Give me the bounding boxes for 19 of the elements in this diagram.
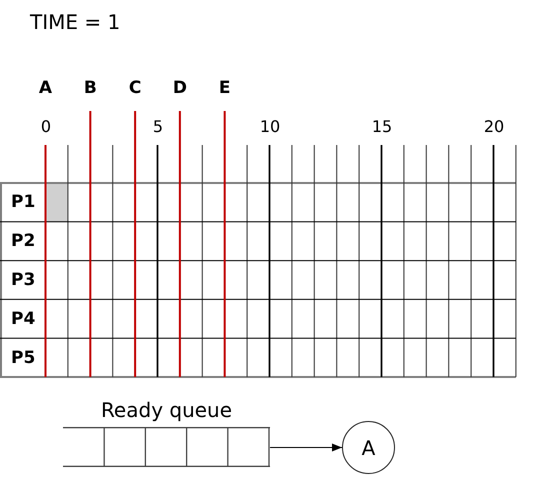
row-label: P1 bbox=[11, 192, 36, 212]
marker-label: A bbox=[38, 78, 52, 98]
marker-label: E bbox=[218, 78, 230, 98]
marker-label: B bbox=[84, 78, 97, 98]
row-label: P3 bbox=[11, 270, 36, 290]
row-label: P4 bbox=[11, 308, 36, 329]
process-circle: A bbox=[342, 421, 395, 474]
marker-label: C bbox=[128, 78, 142, 98]
row-label: P5 bbox=[11, 348, 36, 368]
tick-label: 0 bbox=[40, 117, 52, 137]
queue-label: Ready queue bbox=[100, 398, 234, 422]
tick-label: 20 bbox=[484, 117, 504, 137]
tick-label: 10 bbox=[260, 117, 280, 137]
tick-label: 5 bbox=[152, 117, 164, 137]
heading: TIME = 1 bbox=[30, 9, 120, 35]
tick-label: 15 bbox=[372, 117, 392, 137]
arrow bbox=[270, 444, 342, 452]
marker-label: D bbox=[172, 78, 187, 98]
row-label: P2 bbox=[11, 231, 36, 252]
